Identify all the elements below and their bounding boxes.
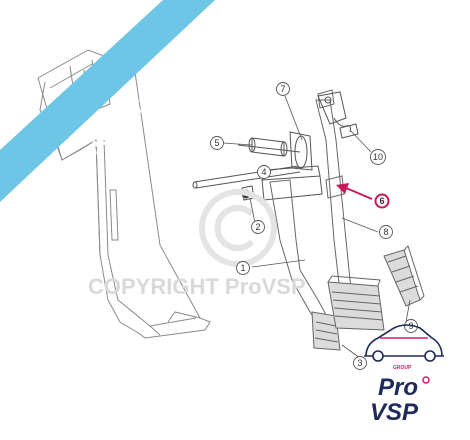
pedal-switch	[317, 91, 359, 139]
copyright-watermark: COPYRIGHT ProVSP	[88, 189, 306, 299]
provsp-logo: GROUP Pro VSP	[364, 324, 444, 426]
logo-top-text: Pro	[378, 374, 418, 401]
car-silhouette-icon	[364, 324, 444, 362]
callout-circle	[379, 225, 393, 239]
clutch-pedal	[269, 179, 341, 351]
callout-number: 3	[357, 358, 362, 368]
callout-number: 1	[240, 263, 245, 273]
callout-circle	[276, 82, 290, 96]
logo-tagline: GROUP	[393, 365, 412, 371]
callout-number: 8	[383, 227, 388, 237]
callout-number: 5	[214, 138, 219, 148]
callout-circle	[374, 193, 390, 209]
callout-number: 7	[280, 84, 285, 94]
callout-circle	[210, 136, 224, 150]
accelerator-pedal	[383, 245, 425, 307]
highlight-arrow	[336, 183, 373, 200]
website-banner: pro-piece-vsp.com	[0, 0, 215, 202]
callout-10: 10	[370, 149, 386, 165]
callout-circle	[353, 356, 367, 370]
callout-4: 4	[257, 165, 271, 179]
callout-6: 6	[374, 193, 390, 209]
brake-pedal	[315, 89, 385, 331]
logo-bottom-text: VSP	[370, 399, 419, 426]
callout-circle	[370, 149, 386, 165]
callout-number: 2	[255, 222, 260, 232]
callout-circle	[251, 220, 265, 234]
callout-number: 4	[261, 167, 266, 177]
callout-1: 1	[236, 261, 250, 275]
callout-8: 8	[379, 225, 393, 239]
logo-dot-icon	[422, 376, 430, 384]
callout-circle	[257, 165, 271, 179]
callout-5: 5	[210, 136, 224, 150]
callout-number: 6	[379, 196, 384, 206]
callout-number: 10	[373, 152, 383, 162]
callout-3: 3	[353, 356, 367, 370]
callout-7: 7	[276, 82, 290, 96]
callout-2: 2	[251, 220, 265, 234]
callout-circle	[236, 261, 250, 275]
pivot-shaft	[192, 131, 313, 189]
watermark-text: COPYRIGHT ProVSP	[88, 274, 306, 299]
